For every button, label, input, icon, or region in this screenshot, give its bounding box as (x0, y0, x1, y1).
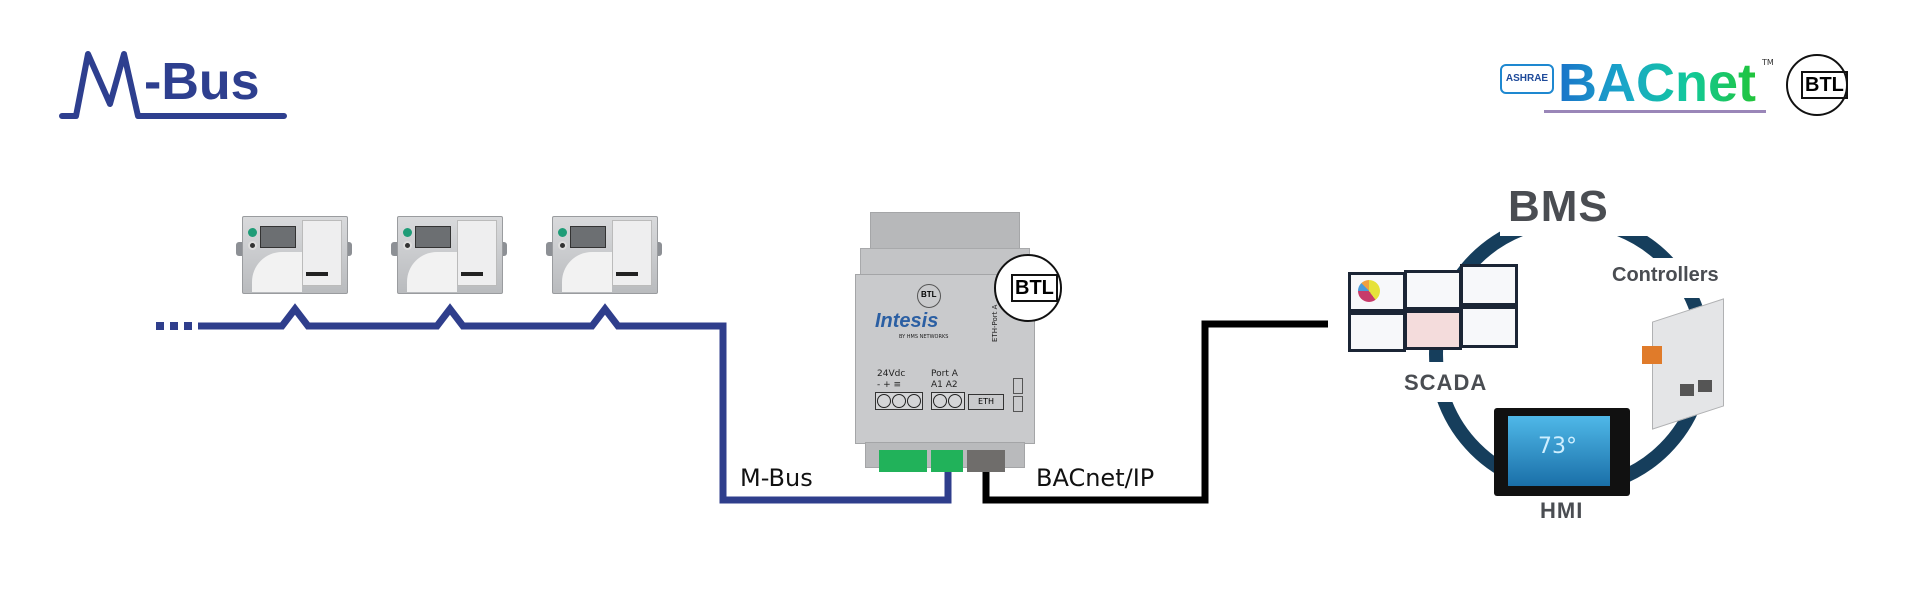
power-label: 24Vdc (877, 369, 906, 379)
pie-chart-icon (1358, 280, 1380, 302)
play-icon (248, 228, 257, 237)
intesis-gateway: BTL Intesis BY HMS NETWORKS 24Vdc - + ≡ … (855, 212, 1035, 474)
bms-item-controllers: Controllers (1612, 264, 1719, 286)
bms-item-scada: SCADA (1404, 370, 1488, 395)
bacnet-tm: TM (1762, 58, 1774, 67)
mbus-dot-3 (184, 322, 192, 330)
device-btl-logo: BTL (994, 254, 1062, 322)
mbus-wave-icon (59, 51, 287, 119)
eth-port: ETH (968, 394, 1004, 410)
hmi-panel: 73° (1494, 408, 1630, 496)
meter-2 (391, 212, 507, 294)
mbus-dot-1 (156, 322, 164, 330)
lcd-display (415, 226, 451, 248)
play-icon (558, 228, 567, 237)
lcd-display (570, 226, 606, 248)
meter-3 (546, 212, 662, 294)
eth-side-label: ETH-Port A (991, 304, 999, 342)
meter-1 (236, 212, 352, 294)
bacnet-logo: ASHRAE BACnet TM (1500, 52, 1790, 122)
lcd-display (260, 226, 296, 248)
btl-logo-text: BTL (1801, 71, 1848, 99)
hmi-screen: 73° (1508, 416, 1610, 486)
device-btl-badge: BTL (917, 284, 941, 308)
power-pins: - + ≡ (877, 380, 902, 390)
bacnet-ip-link-label: BACnet/IP (1036, 464, 1155, 492)
ashrae-text: ASHRAE (1505, 73, 1549, 84)
mbus-link-label: M-Bus (740, 464, 813, 492)
play-icon (403, 228, 412, 237)
ashrae-badge: ASHRAE (1500, 64, 1554, 94)
hmi-temperature: 73° (1538, 434, 1577, 459)
port-pins: A1 A2 (931, 380, 958, 390)
led-2 (1013, 396, 1023, 412)
mbus-logo: -Bus (58, 44, 288, 124)
mbus-line (198, 303, 952, 504)
scada-monitors (1348, 262, 1524, 362)
bms-title: BMS (1508, 182, 1609, 231)
port-a-terminal (931, 392, 965, 410)
mbus-logo-text: -Bus (144, 53, 260, 111)
bacnet-line (982, 320, 1328, 504)
plc-controller (1640, 298, 1736, 430)
power-terminal (875, 392, 923, 410)
device-brand: Intesis (875, 310, 939, 332)
device-brand-sub: BY HMS NETWORKS (899, 334, 949, 340)
btl-logo: BTL (1786, 54, 1848, 116)
mbus-dot-2 (170, 322, 178, 330)
bms-item-hmi: HMI (1540, 498, 1584, 523)
port-label: Port A (931, 369, 958, 379)
led-1 (1013, 378, 1023, 394)
bacnet-underline (1544, 110, 1766, 113)
bacnet-logo-text: BACnet (1558, 53, 1756, 113)
